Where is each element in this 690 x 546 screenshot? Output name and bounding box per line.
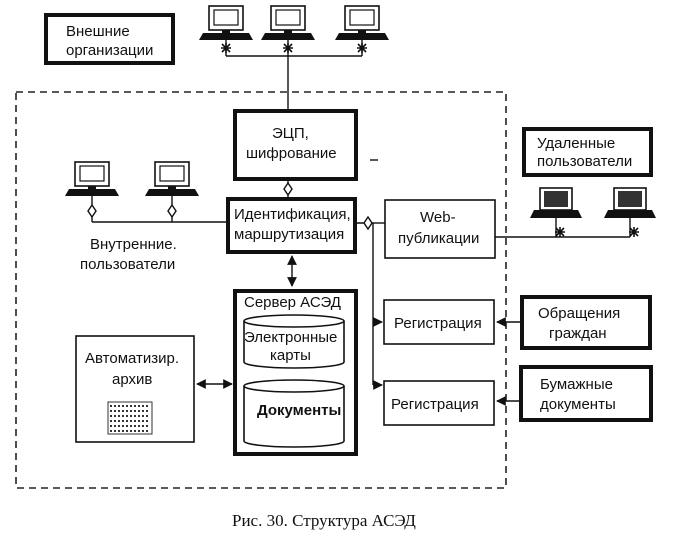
connector-star-icon — [628, 226, 640, 238]
connector-diamond-icon — [283, 182, 293, 196]
external-pc-2-icon — [260, 5, 316, 41]
svg-text:Обращения: Обращения — [538, 305, 620, 322]
remote-laptop-1-icon — [529, 187, 583, 219]
documents-label: Документы — [257, 402, 341, 419]
svg-text:пользователи: пользователи — [537, 153, 632, 170]
svg-text:Идентификация,: Идентификация, — [234, 206, 351, 223]
web-line-2: публикации — [398, 230, 479, 247]
svg-text:Удаленные: Удаленные — [537, 135, 615, 152]
svg-text:маршрутизация: маршрутизация — [234, 226, 344, 243]
svg-text:Бумажные: Бумажные — [540, 376, 613, 393]
connector-star-icon — [554, 226, 566, 238]
server-ased-node: Сервер АСЭД Электронные карты Документы — [233, 289, 358, 456]
automated-archive-node: Автоматизир. архив — [75, 335, 195, 443]
internal-pc-2-icon — [144, 161, 200, 197]
external-pc-3-icon — [334, 5, 390, 41]
remote-users-line-2: пользователи — [537, 153, 632, 170]
svg-text:ЭЦП,: ЭЦП, — [272, 125, 309, 142]
svg-text:документы: документы — [540, 396, 616, 413]
svg-text:Сервер АСЭД: Сервер АСЭД — [244, 294, 341, 311]
identification-line-2: маршрутизация — [234, 226, 344, 243]
figure-caption: Рис. 30. Структура АСЭД — [232, 511, 416, 530]
web-line-1: Web- — [420, 209, 456, 226]
connector-diamond-icon — [167, 204, 177, 218]
registration-1-label: Регистрация — [394, 315, 482, 332]
registration-2-node: Регистрация — [383, 380, 495, 426]
external-pc-1-icon — [198, 5, 254, 41]
remote-laptop-2-icon — [603, 187, 657, 219]
citizens-line-2: граждан — [549, 325, 607, 342]
electronic-cards-line-2: карты — [270, 347, 311, 364]
svg-text:шифрование: шифрование — [246, 145, 337, 162]
connector-star-icon — [282, 42, 294, 54]
connector-diamond-icon — [87, 204, 97, 218]
ecp-line-1: ЭЦП, — [272, 125, 309, 142]
external-workstations — [198, 5, 390, 57]
archive-line-1: Автоматизир. — [85, 350, 179, 367]
svg-text:Регистрация: Регистрация — [391, 396, 479, 413]
remote-users-line-1: Удаленные — [537, 135, 615, 152]
external-orgs-line-2: организации — [66, 42, 153, 59]
ecp-line-2: шифрование — [246, 145, 337, 162]
connector-star-icon — [356, 42, 368, 54]
registration-2-label: Регистрация — [391, 396, 479, 413]
svg-text:публикации: публикации — [398, 230, 479, 247]
remote-users-node: Удаленные пользователи — [522, 127, 653, 177]
electronic-cards-line-1: Электронные — [244, 329, 337, 346]
svg-text:Внешние: Внешние — [66, 23, 130, 40]
internal-users-group: Внутренние. пользователи — [64, 161, 228, 273]
paper-line-2: документы — [540, 396, 616, 413]
internal-pc-1-icon — [64, 161, 120, 197]
ecp-encryption-node: ЭЦП, шифрование — [233, 109, 358, 181]
server-title: Сервер АСЭД — [244, 294, 341, 311]
connector-diamond-icon — [363, 216, 373, 230]
svg-text:граждан: граждан — [549, 325, 607, 342]
internal-users-line-1: Внутренние. — [90, 236, 177, 253]
enterprise-boundary — [15, 91, 507, 489]
internal-users-line-2: пользователи — [80, 256, 175, 273]
svg-text:Электронные: Электронные — [244, 329, 337, 346]
external-organizations-node: Внешние организации — [44, 13, 175, 65]
citizens-line-1: Обращения — [538, 305, 620, 322]
svg-text:Web-: Web- — [420, 209, 456, 226]
svg-text:Документы: Документы — [257, 402, 341, 419]
remote-laptops — [495, 187, 657, 238]
svg-text:организации: организации — [66, 42, 153, 59]
svg-text:Автоматизир.: Автоматизир. — [85, 350, 179, 367]
svg-text:Регистрация: Регистрация — [394, 315, 482, 332]
citizens-requests-node: Обращения граждан — [520, 295, 652, 350]
svg-text:карты: карты — [270, 347, 311, 364]
archive-storage-icon — [107, 401, 153, 435]
paper-documents-node: Бумажные документы — [519, 365, 653, 422]
svg-text:архив: архив — [112, 371, 152, 388]
identification-line-1: Идентификация, — [234, 206, 351, 223]
svg-text:Внутренние.: Внутренние. — [90, 236, 177, 253]
connector-star-icon — [220, 42, 232, 54]
svg-text:Рис. 30. Структура АСЭД: Рис. 30. Структура АСЭД — [232, 511, 416, 530]
registration-1-node: Регистрация — [383, 299, 495, 345]
paper-line-1: Бумажные — [540, 376, 613, 393]
archive-line-2: архив — [112, 371, 152, 388]
web-publications-node: Web- публикации — [384, 199, 496, 259]
external-orgs-line-1: Внешние — [66, 23, 130, 40]
svg-text:пользователи: пользователи — [80, 256, 175, 273]
identification-routing-node: Идентификация, маршрутизация — [226, 197, 357, 254]
